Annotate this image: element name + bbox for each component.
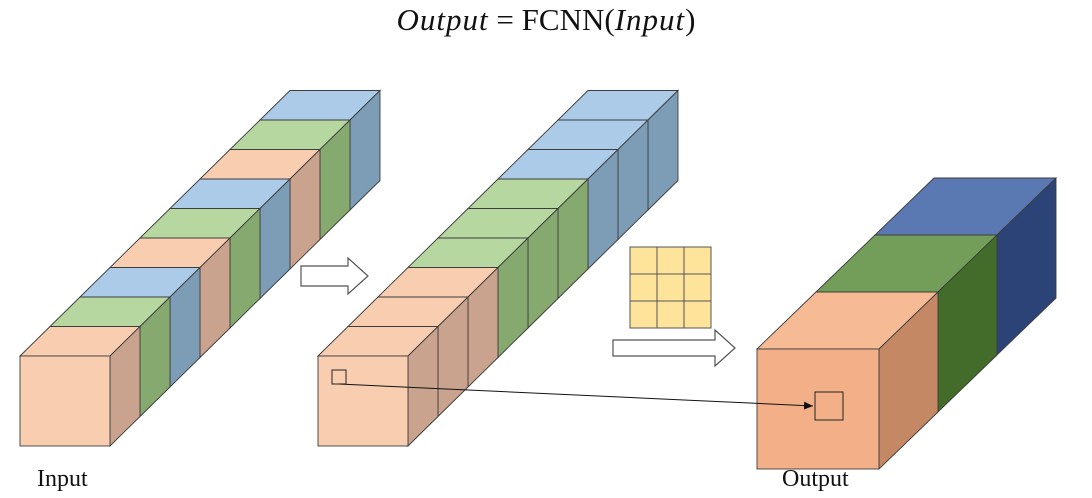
equation-open-paren: ( — [604, 2, 615, 37]
transform-arrow-1 — [300, 256, 369, 296]
grouped-cube-4 — [406, 236, 530, 359]
kernel-frame — [629, 246, 712, 329]
input-cube-1 — [18, 325, 142, 448]
output-cube-1 — [755, 290, 940, 471]
kernel-grid — [629, 246, 712, 329]
equation-close-paren: ) — [685, 2, 696, 37]
equation-equals: = — [496, 2, 514, 37]
equation-arg: Input — [614, 2, 686, 37]
output-cube-3 — [873, 176, 1058, 357]
diagram-annotations — [300, 246, 814, 410]
input-label: Input — [37, 466, 88, 492]
output-selection-square — [814, 391, 844, 421]
output-cube-stack — [755, 176, 1058, 471]
grouped-cube-3 — [376, 266, 500, 389]
equation-function: FCNN — [521, 2, 605, 37]
input-cube-4 — [108, 236, 232, 359]
grouped-cube-1 — [316, 325, 440, 448]
transform-arrow-2 — [612, 328, 736, 368]
output-cube-1-front — [756, 348, 880, 470]
input-cube-6 — [168, 177, 292, 300]
grouped-cube-2 — [346, 295, 470, 418]
grouped-cube-stack — [316, 89, 680, 448]
input-cube-stack — [18, 89, 382, 448]
grouped-cube-1-front — [317, 355, 409, 447]
equation-lhs: Output — [396, 2, 489, 37]
grouped-cube-6 — [466, 177, 590, 300]
mapping-arrow — [338, 383, 814, 410]
equation: Output = FCNN(Input) — [0, 2, 1092, 38]
input-cube-1-front — [19, 355, 111, 447]
grouped-cube-9 — [556, 89, 680, 212]
output-cube-2 — [814, 233, 999, 414]
input-cube-2 — [48, 295, 172, 418]
output-label: Output — [782, 466, 849, 492]
input-cube-3 — [78, 266, 202, 389]
grouped-cube-8 — [526, 118, 650, 241]
